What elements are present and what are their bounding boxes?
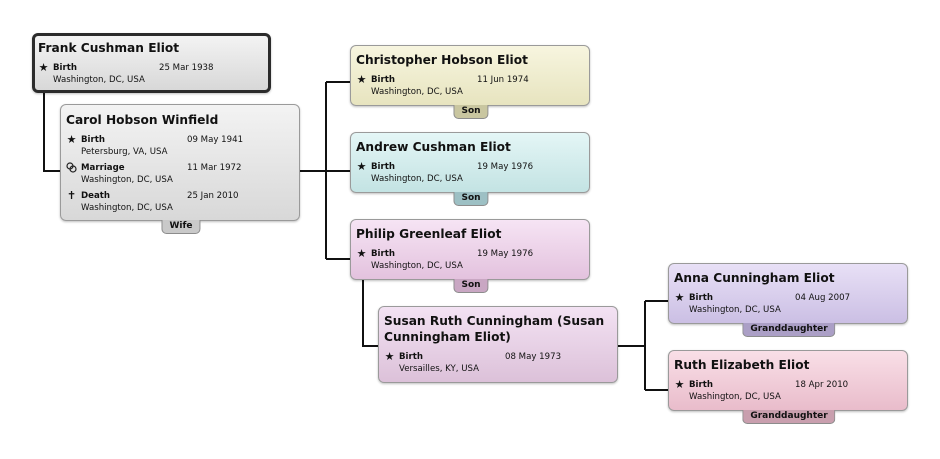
relationship-badge: Son bbox=[453, 192, 489, 206]
star-icon: ★ bbox=[38, 61, 49, 74]
daughter-in-law-connector bbox=[362, 280, 380, 347]
star-icon: ★ bbox=[66, 133, 77, 146]
person-card-susan[interactable]: Susan Ruth Cunningham (Susan Cunningham … bbox=[378, 306, 618, 383]
star-icon: ★ bbox=[384, 350, 395, 363]
person-name: Christopher Hobson Eliot bbox=[356, 53, 528, 67]
spouse-connector bbox=[43, 90, 62, 172]
person-name: Ruth Elizabeth Eliot bbox=[674, 358, 810, 372]
event-birth: ★ Birth 08 May 1973 Versailles, KY, USA bbox=[384, 350, 562, 374]
event-birth: ★ Birth 19 May 1976 Washington, DC, USA bbox=[356, 247, 534, 271]
rings-icon bbox=[66, 162, 77, 173]
event-death: ✝ Death 25 Jan 2010 Washington, DC, USA bbox=[66, 189, 239, 213]
person-card-frank[interactable]: Frank Cushman Eliot ★ Birth 25 Mar 1938 … bbox=[32, 33, 271, 93]
relationship-badge: Granddaughter bbox=[742, 410, 836, 424]
person-card-carol[interactable]: Carol Hobson Winfield ★ Birth 09 May 194… bbox=[60, 104, 300, 234]
person-name: Carol Hobson Winfield bbox=[66, 113, 219, 127]
relationship-badge: Son bbox=[453, 279, 489, 293]
person-name: Susan Ruth Cunningham (Susan Cunningham … bbox=[384, 314, 605, 344]
star-icon: ★ bbox=[674, 291, 685, 304]
person-card-ruth[interactable]: Ruth Elizabeth Eliot ★ Birth 18 Apr 2010… bbox=[668, 350, 908, 424]
event-birth: ★ Birth 11 Jun 1974 Washington, DC, USA bbox=[356, 73, 529, 97]
person-card-christopher[interactable]: Christopher Hobson Eliot ★ Birth 11 Jun … bbox=[350, 45, 590, 119]
grandchildren-connector bbox=[618, 300, 670, 391]
person-name: Frank Cushman Eliot bbox=[38, 41, 180, 55]
person-name: Philip Greenleaf Eliot bbox=[356, 227, 502, 241]
person-name: Anna Cunningham Eliot bbox=[674, 271, 835, 285]
cross-icon: ✝ bbox=[66, 189, 77, 202]
person-name: Andrew Cushman Eliot bbox=[356, 140, 511, 154]
relationship-badge: Wife bbox=[161, 220, 201, 234]
person-card-andrew[interactable]: Andrew Cushman Eliot ★ Birth 19 May 1976… bbox=[350, 132, 590, 206]
relationship-badge: Granddaughter bbox=[742, 323, 836, 337]
person-card-anna[interactable]: Anna Cunningham Eliot ★ Birth 04 Aug 200… bbox=[668, 263, 908, 337]
star-icon: ★ bbox=[356, 160, 367, 173]
person-card-philip[interactable]: Philip Greenleaf Eliot ★ Birth 19 May 19… bbox=[350, 219, 590, 293]
event-birth: ★ Birth 18 Apr 2010 Washington, DC, USA bbox=[674, 378, 849, 402]
star-icon: ★ bbox=[674, 378, 685, 391]
event-birth: ★ Birth 09 May 1941 Petersburg, VA, USA bbox=[66, 133, 244, 157]
children-connector bbox=[300, 81, 351, 260]
event-birth: ★ Birth 04 Aug 2007 Washington, DC, USA bbox=[674, 291, 851, 315]
star-icon: ★ bbox=[356, 73, 367, 86]
event-birth: ★ Birth 25 Mar 1938 Washington, DC, USA bbox=[38, 61, 214, 85]
star-icon: ★ bbox=[356, 247, 367, 260]
event-birth: ★ Birth 19 May 1976 Washington, DC, USA bbox=[356, 160, 534, 184]
relationship-badge: Son bbox=[453, 105, 489, 119]
event-marriage: Marriage 11 Mar 1972 Washington, DC, USA bbox=[66, 162, 293, 188]
